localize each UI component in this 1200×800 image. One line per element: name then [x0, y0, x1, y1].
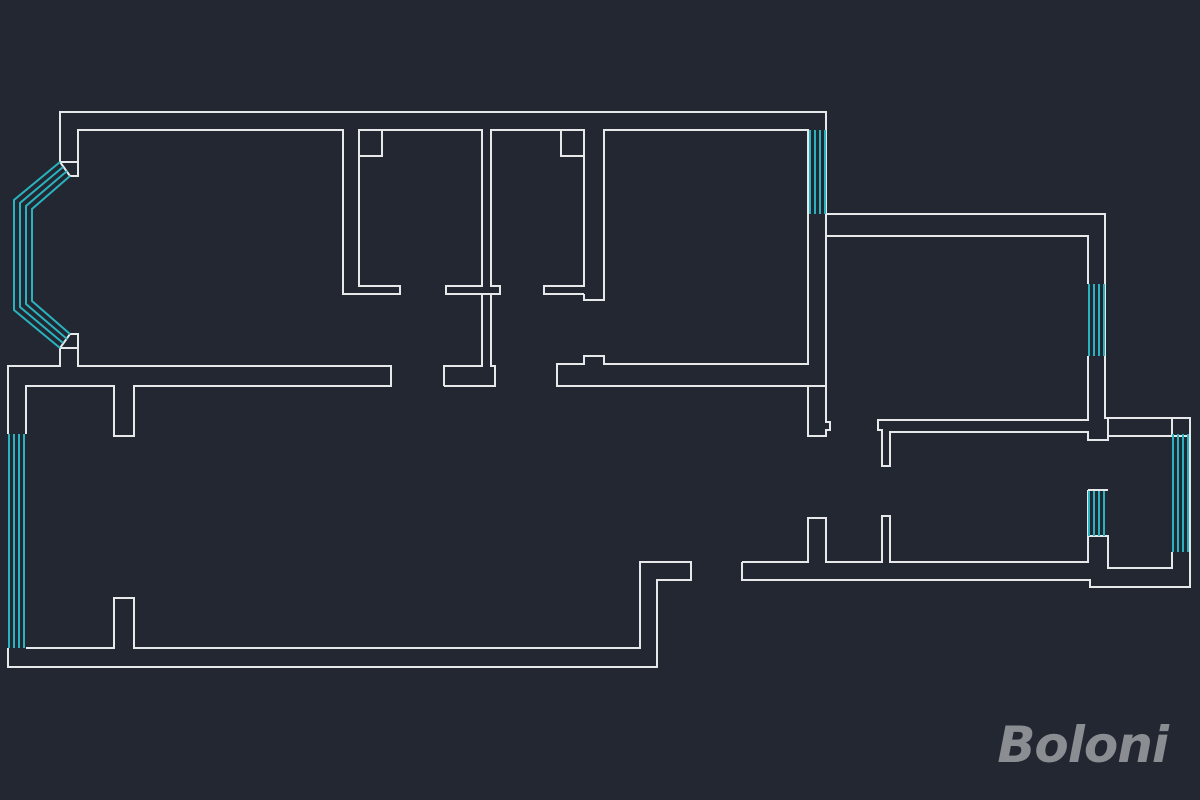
brand-logo: Boloni [997, 716, 1169, 774]
wall-right-wing-left [825, 214, 1089, 284]
exterior-walls [7, 111, 1191, 668]
bay-window-line-3 [25, 170, 68, 340]
wall-corridor-left [443, 294, 483, 386]
closet-left [359, 130, 383, 157]
wall-right-wing-bottom [742, 515, 1173, 569]
wall-corridor-right [444, 294, 496, 387]
wall-living-left-bottom [7, 561, 692, 668]
wall-top-inner [77, 129, 585, 295]
bay-window-line-1 [13, 161, 61, 349]
wall-room3-left [556, 129, 826, 387]
wall-room1-bottom [25, 348, 392, 437]
wall-right-wing-column [807, 236, 831, 437]
wall-right-wing-divider [877, 356, 1173, 467]
wall-living-left-top [7, 348, 61, 434]
closet-right [560, 130, 584, 157]
wall-top-outer [59, 111, 1191, 588]
bay-window-line-4 [31, 175, 71, 335]
windows [8, 130, 1189, 648]
bay-window-line-2 [19, 166, 64, 344]
wall-right-corner [1171, 418, 1190, 437]
